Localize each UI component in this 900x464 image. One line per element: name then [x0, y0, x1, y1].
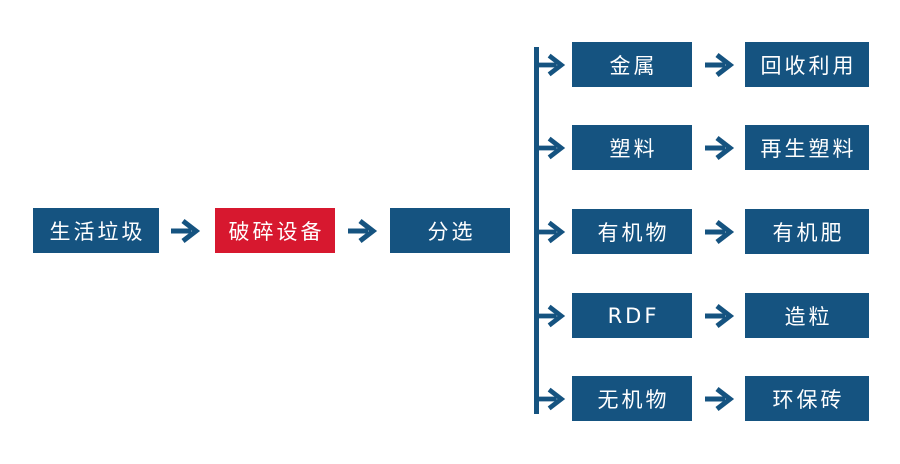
node-crushing-equipment: 破碎设备	[215, 208, 335, 253]
node-recycling: 回收利用	[745, 42, 869, 87]
right-arrow-icon	[703, 50, 735, 80]
right-arrow-icon	[703, 384, 735, 414]
node-metal: 金属	[572, 42, 692, 87]
branch-arrow-icon	[536, 50, 566, 80]
node-household-waste: 生活垃圾	[33, 208, 159, 253]
branch-arrow-icon	[536, 384, 566, 414]
node-recycled-plastic: 再生塑料	[745, 125, 869, 170]
node-granulation: 造粒	[745, 293, 869, 338]
right-arrow-icon	[703, 133, 735, 163]
node-inorganic-matter: 无机物	[572, 376, 692, 421]
right-arrow-icon	[703, 217, 735, 247]
branch-arrow-icon	[536, 217, 566, 247]
branch-arrow-icon	[536, 133, 566, 163]
node-organic-fertilizer: 有机肥	[745, 209, 869, 254]
node-plastic: 塑料	[572, 125, 692, 170]
right-arrow-icon	[703, 301, 735, 331]
node-sorting: 分选	[390, 208, 510, 253]
node-rdf: RDF	[572, 293, 692, 338]
right-arrow-icon	[169, 216, 201, 246]
node-eco-brick: 环保砖	[745, 376, 869, 421]
node-organic-matter: 有机物	[572, 209, 692, 254]
branch-arrow-icon	[536, 301, 566, 331]
right-arrow-icon	[346, 216, 378, 246]
